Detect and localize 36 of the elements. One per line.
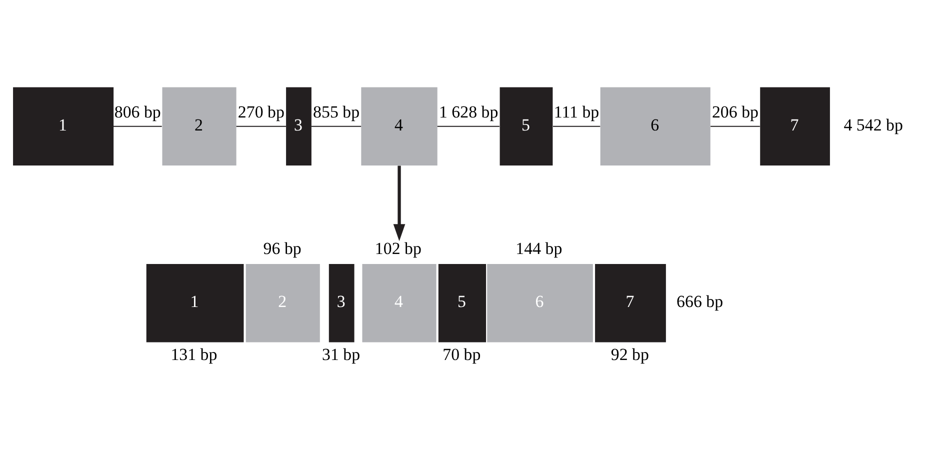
node-box: 1 [13, 87, 114, 166]
edge-label: 1 628 bp [438, 102, 498, 122]
node-label: 96 bp [263, 239, 302, 258]
node-label: 144 bp [516, 239, 562, 258]
connector [113, 126, 162, 127]
node-box: 6 [600, 87, 710, 166]
node-box: 4 [361, 87, 438, 166]
arrow [393, 166, 406, 242]
node-label: 31 bp [322, 345, 360, 364]
node-label: 70 bp [442, 345, 481, 364]
node-label: 131 bp [170, 345, 218, 364]
node-box: 3 [328, 264, 354, 342]
node-box: 5 [500, 87, 553, 166]
label: 666 bp [676, 292, 724, 312]
node-box: 3 [286, 87, 312, 166]
node-box: 7 [595, 264, 666, 342]
edge-label: 111 bp [554, 102, 600, 122]
connector [710, 126, 760, 127]
label: 4 542 bp [844, 115, 903, 134]
node-box: 7 [760, 87, 830, 166]
node-label: 92 bp [610, 345, 649, 364]
connector [236, 126, 286, 127]
node-box: 5 [438, 264, 486, 342]
node-label: 102 bp [374, 239, 422, 258]
node-box: 4 [362, 264, 436, 342]
edge-label: 206 bp [712, 102, 759, 122]
node-box: 2 [162, 87, 236, 166]
node-box: 1 [146, 264, 244, 342]
edge-label: 855 bp [313, 102, 360, 122]
edge-label: 270 bp [238, 102, 284, 122]
edge-label: 806 bp [114, 102, 161, 122]
node-box: 2 [246, 264, 320, 342]
connector [311, 126, 362, 127]
node-box: 6 [487, 264, 593, 342]
connector [437, 126, 500, 127]
connector [553, 126, 600, 127]
